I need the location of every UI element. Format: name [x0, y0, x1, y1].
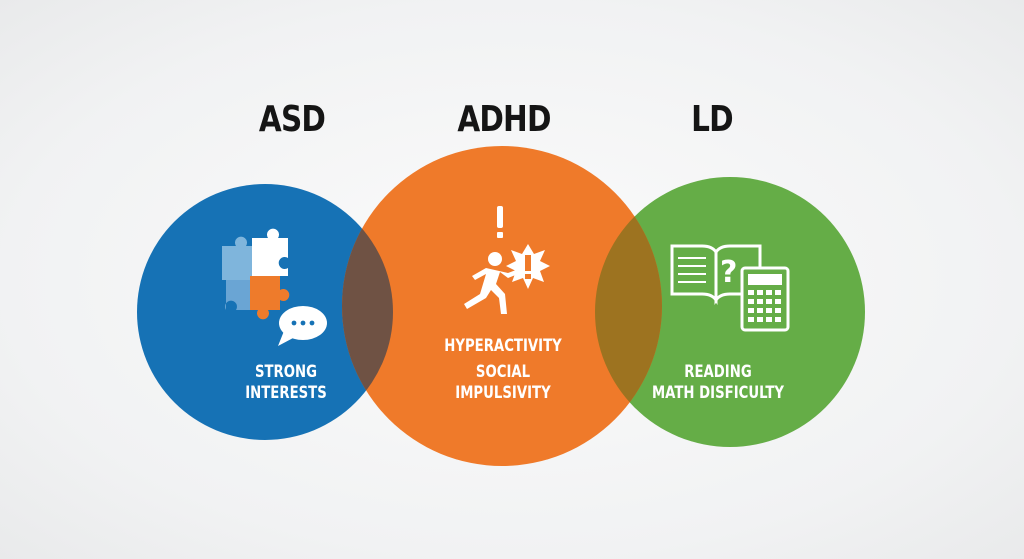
ld-label-line-1: READING: [684, 362, 752, 382]
exclamation-icon: [497, 206, 503, 238]
asd-label-line-2: INTERESTS: [245, 383, 327, 403]
adhd-label-line-3: IMPULSIVITY: [455, 383, 551, 403]
asd-heading: ASD: [258, 99, 326, 140]
running-person-icon: [464, 252, 518, 314]
asd-label-line-1: STRONG: [254, 362, 318, 382]
calculator-icon: [740, 266, 790, 332]
adhd-label-line-1: HYPERACTIVITY: [444, 336, 562, 356]
ld-heading: LD: [691, 99, 733, 140]
svg-text:?: ?: [720, 255, 737, 290]
adhd-label-line-2: SOCIAL: [475, 362, 531, 382]
adhd-heading: ADHD: [457, 99, 551, 140]
burst-exclamation-icon: [506, 244, 550, 289]
puzzle-icon: [222, 228, 290, 320]
ld-circle: [595, 177, 865, 447]
speech-bubble-icon: [278, 306, 327, 346]
ld-label-line-2: MATH DISFICULTY: [651, 383, 785, 403]
open-book-question-icon: ?: [670, 244, 762, 305]
